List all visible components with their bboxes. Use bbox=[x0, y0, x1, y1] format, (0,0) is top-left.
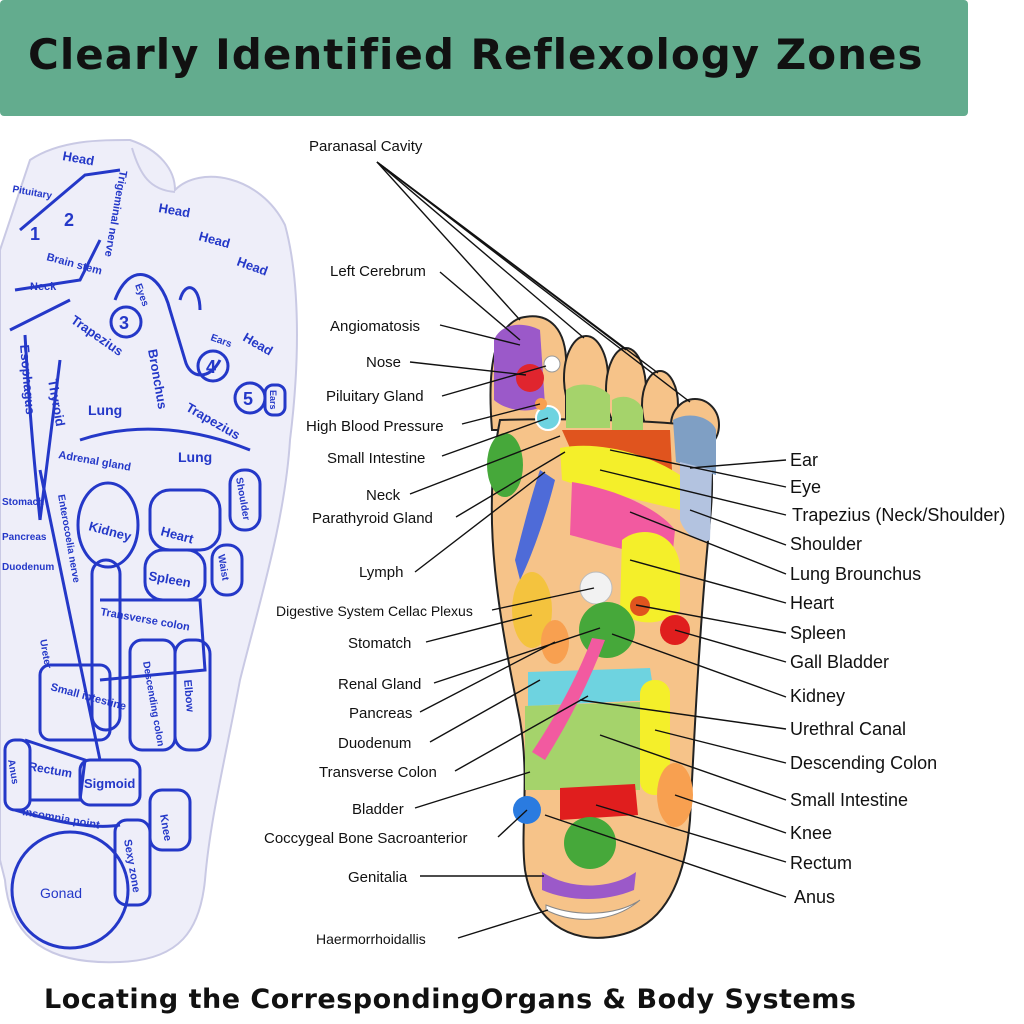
label-bladder: Bladder bbox=[352, 801, 404, 818]
label-coccygeal-bone: Coccygeal Bone Sacroanterior bbox=[264, 830, 467, 847]
label-duodenum: Duodenum bbox=[338, 735, 411, 752]
label-shoulder: Shoulder bbox=[790, 534, 862, 554]
sock-label-waist: Waist bbox=[215, 554, 231, 582]
sock-label-duodenum: Duodenum bbox=[2, 562, 54, 573]
label-small-intestine-left: Small Intestine bbox=[327, 450, 425, 467]
sock-label-elbow: Elbow bbox=[181, 679, 196, 713]
label-heart: Heart bbox=[790, 593, 834, 613]
label-transverse-colon: Transverse Colon bbox=[319, 764, 437, 781]
sock-label-ureter: Ureter bbox=[37, 639, 53, 670]
sock-label-pancreas: Pancreas bbox=[2, 532, 47, 543]
sock-label-spleen: Spleen bbox=[147, 568, 192, 590]
label-digestive-system: Digestive System Cellac Plexus bbox=[276, 603, 473, 619]
sock-label-head: Head bbox=[61, 148, 95, 168]
label-nose: Nose bbox=[366, 354, 401, 371]
label-angiomatosis: Angiomatosis bbox=[330, 318, 420, 335]
label-rectum: Rectum bbox=[790, 853, 852, 873]
label-neck: Neck bbox=[366, 487, 401, 504]
sock-label-neck: Neck bbox=[30, 281, 57, 293]
sock-label-ears: Ears bbox=[268, 390, 278, 410]
label-knee: Knee bbox=[790, 823, 832, 843]
label-left-cerebrum: Left Cerebrum bbox=[330, 263, 426, 280]
sock-number: 3 bbox=[119, 313, 129, 333]
sock-label-stomach: Stomach bbox=[2, 497, 44, 508]
reflexology-foot bbox=[487, 315, 720, 939]
label-renal-gland: Renal Gland bbox=[338, 676, 421, 693]
label-lung-bronchus: Lung Brounchus bbox=[790, 564, 921, 584]
label-pancreas: Pancreas bbox=[349, 705, 412, 722]
sock-number: 4 bbox=[206, 357, 216, 377]
title-banner: Clearly Identified Reflexology Zones bbox=[0, 0, 968, 116]
sock-label-esophagus: Esophagus bbox=[17, 344, 38, 415]
sock-label-sigmoid: Sigmoid bbox=[84, 776, 135, 791]
label-descending-colon: Descending Colon bbox=[790, 753, 937, 773]
sock-label-head: Head bbox=[157, 200, 191, 220]
sock-label-anus: Anus bbox=[5, 759, 20, 786]
left-labels: Paranasal Cavity Left Cerebrum Angiomato… bbox=[264, 138, 473, 947]
label-stomach: Stomatch bbox=[348, 635, 411, 652]
sock-label-gonad: Gonad bbox=[40, 885, 82, 901]
label-genitalia: Genitalia bbox=[348, 869, 408, 886]
label-kidney: Kidney bbox=[790, 686, 845, 706]
sock-number: 2 bbox=[64, 210, 74, 230]
sock-label-lung: Lung bbox=[88, 402, 122, 418]
label-ear: Ear bbox=[790, 450, 818, 470]
label-parathyroid-gland: Parathyroid Gland bbox=[312, 510, 433, 527]
reflexology-sock: Head Head Head Head Head Pituitary Trige… bbox=[0, 138, 298, 964]
label-high-blood-pressure: High Blood Pressure bbox=[306, 418, 444, 435]
label-lymph: Lymph bbox=[359, 564, 403, 581]
label-small-intestine-right: Small Intestine bbox=[790, 790, 908, 810]
label-gall-bladder: Gall Bladder bbox=[790, 652, 889, 672]
sock-number: 5 bbox=[243, 389, 253, 409]
label-pituitary-gland: Piluitary Gland bbox=[326, 388, 424, 405]
label-paranasal-cavity: Paranasal Cavity bbox=[309, 138, 423, 155]
label-anus: Anus bbox=[794, 887, 835, 907]
footer-caption: Locating the CorrespondingOrgans & Body … bbox=[44, 984, 857, 1015]
sock-number: 1 bbox=[30, 224, 40, 244]
right-labels: Ear Eye Trapezius (Neck/Shoulder) Should… bbox=[790, 450, 1005, 907]
leader-lines bbox=[376, 161, 787, 939]
label-haermorrhoidallis: Haermorrhoidallis bbox=[316, 931, 426, 947]
label-eye: Eye bbox=[790, 477, 821, 497]
sock-zone-lines bbox=[3, 168, 287, 950]
sock-label-knee: Knee bbox=[157, 813, 173, 842]
page-title: Clearly Identified Reflexology Zones bbox=[28, 30, 924, 79]
label-urethral-canal: Urethral Canal bbox=[790, 719, 906, 739]
label-spleen: Spleen bbox=[790, 623, 846, 643]
label-trapezius: Trapezius (Neck/Shoulder) bbox=[792, 505, 1005, 525]
sock-label-lung: Lung bbox=[178, 449, 212, 465]
